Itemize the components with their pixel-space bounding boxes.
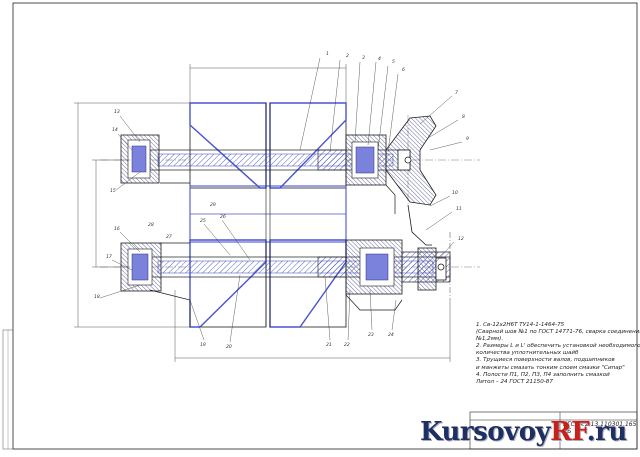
callout-number: 2 bbox=[346, 53, 349, 59]
watermark-accent: RF bbox=[550, 417, 587, 447]
drum-body bbox=[189, 102, 347, 328]
note-line: №1,2мм). bbox=[476, 336, 504, 343]
note-line: 2. Размеры L и L' обеспечить установкой … bbox=[476, 343, 640, 350]
drum-lower-left bbox=[189, 239, 267, 328]
callout-number: 21 bbox=[326, 342, 332, 348]
note-line: (Сварной шов №1 по ГОСТ 14771-76, сварка… bbox=[476, 329, 640, 336]
drum-upper-right bbox=[269, 102, 347, 189]
callout-number: 23 bbox=[368, 332, 374, 338]
leader-lines bbox=[99, 57, 463, 343]
callout-number: 3 bbox=[362, 55, 365, 61]
callout-number: 14 bbox=[112, 127, 118, 133]
note-line: 1. Св-12х2Н6Т ТУ14-1-1464-75 bbox=[476, 322, 565, 328]
callout-number: 20 bbox=[226, 344, 232, 350]
note-line: 4. Полости П1, П2, П3, П4 заполнить смаз… bbox=[476, 371, 610, 378]
callout-number: 19 bbox=[200, 342, 206, 348]
watermark-logo: KursovoyRF.ru bbox=[420, 414, 638, 450]
watermark-main: Kursovoy bbox=[420, 417, 551, 447]
handwheel-flange bbox=[385, 115, 451, 300]
technical-notes: 1. Св-12х2Н6Т ТУ14-1-1464-75 (Сварной шо… bbox=[476, 322, 640, 386]
upper-shaft bbox=[120, 134, 411, 186]
callout-number: 7 bbox=[455, 90, 458, 96]
note-line: количества уплотнительных шайб bbox=[476, 350, 579, 357]
callout-number: 16 bbox=[114, 226, 120, 232]
callout-number: 26 bbox=[220, 214, 226, 220]
callout-number: 24 bbox=[388, 332, 394, 338]
callout-number: 1 bbox=[326, 51, 329, 57]
callout-number: 12 bbox=[458, 236, 464, 242]
watermark-tail: .ru bbox=[586, 417, 628, 447]
callout-number: 17 bbox=[106, 254, 112, 260]
callout-number: 5 bbox=[392, 59, 395, 65]
callout-number: 29 bbox=[210, 202, 216, 208]
title-block-code: КГСХА.2.13.110301.165 СБ bbox=[563, 421, 637, 435]
drum-lower-right bbox=[269, 239, 347, 328]
note-line: 3. Трущиеся поверхности валов, подшипник… bbox=[476, 357, 615, 364]
note-line: Литол – 24 ГОСТ 21150-87 bbox=[476, 378, 553, 385]
drum-upper-left bbox=[189, 102, 267, 189]
callout-number: 6 bbox=[402, 67, 405, 73]
callout-number: 10 bbox=[452, 190, 458, 196]
callout-number: 27 bbox=[166, 234, 172, 240]
callout-number: 9 bbox=[466, 136, 469, 142]
callout-number: 22 bbox=[344, 342, 350, 348]
title-block bbox=[469, 411, 638, 450]
dimension-lines bbox=[74, 64, 451, 362]
callout-number: 8 bbox=[462, 114, 465, 120]
note-line: и манжеты смазать тонким слоем смазки "С… bbox=[476, 364, 625, 371]
callout-number: 28 bbox=[148, 222, 154, 228]
callout-number: 4 bbox=[378, 56, 381, 62]
callout-number: 11 bbox=[456, 206, 462, 212]
callout-number: 13 bbox=[114, 109, 120, 115]
callout-number: 15 bbox=[110, 188, 116, 194]
callout-number: 25 bbox=[200, 218, 206, 224]
callout-number: 18 bbox=[94, 294, 100, 300]
sheet-frame bbox=[12, 2, 638, 450]
